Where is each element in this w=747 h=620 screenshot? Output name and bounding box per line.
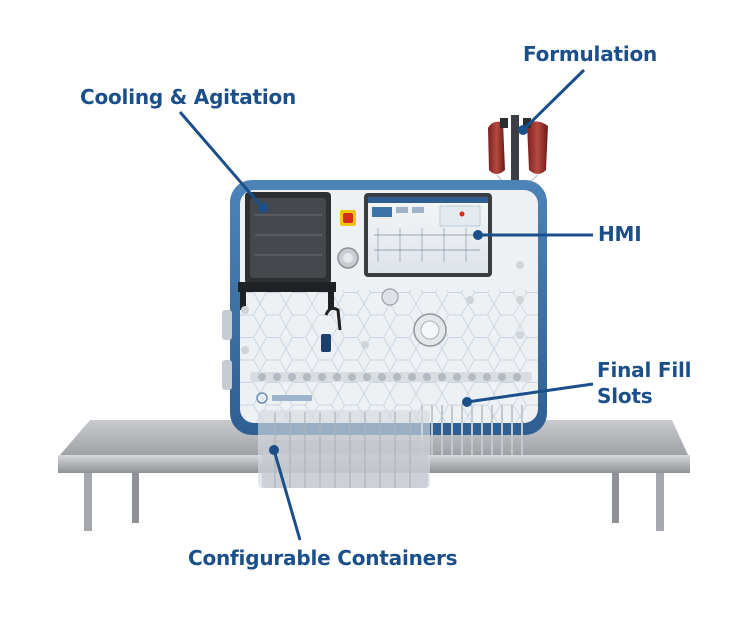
callout-leaders (178, 68, 594, 541)
callout-hmi: HMI (598, 222, 642, 246)
callout-cooling-agitation: Cooling & Agitation (80, 85, 297, 109)
callout-final-fill-line2: Slots (597, 384, 653, 408)
formulation-bags (488, 115, 548, 195)
configurable-containers (258, 410, 430, 488)
control-buttons (337, 210, 359, 269)
cooling-agitation-unit (238, 192, 336, 310)
callout-final-fill-slots: Final Fill Slots (597, 357, 692, 409)
callout-formulation: Formulation (523, 42, 658, 66)
panel-fittings (241, 261, 524, 354)
logo-mark (256, 392, 312, 404)
callout-configurable-containers: Configurable Containers (188, 546, 458, 570)
hmi-screen (364, 193, 492, 277)
callout-final-fill-line1: Final Fill (597, 358, 692, 382)
fill-valve-row (250, 372, 532, 382)
